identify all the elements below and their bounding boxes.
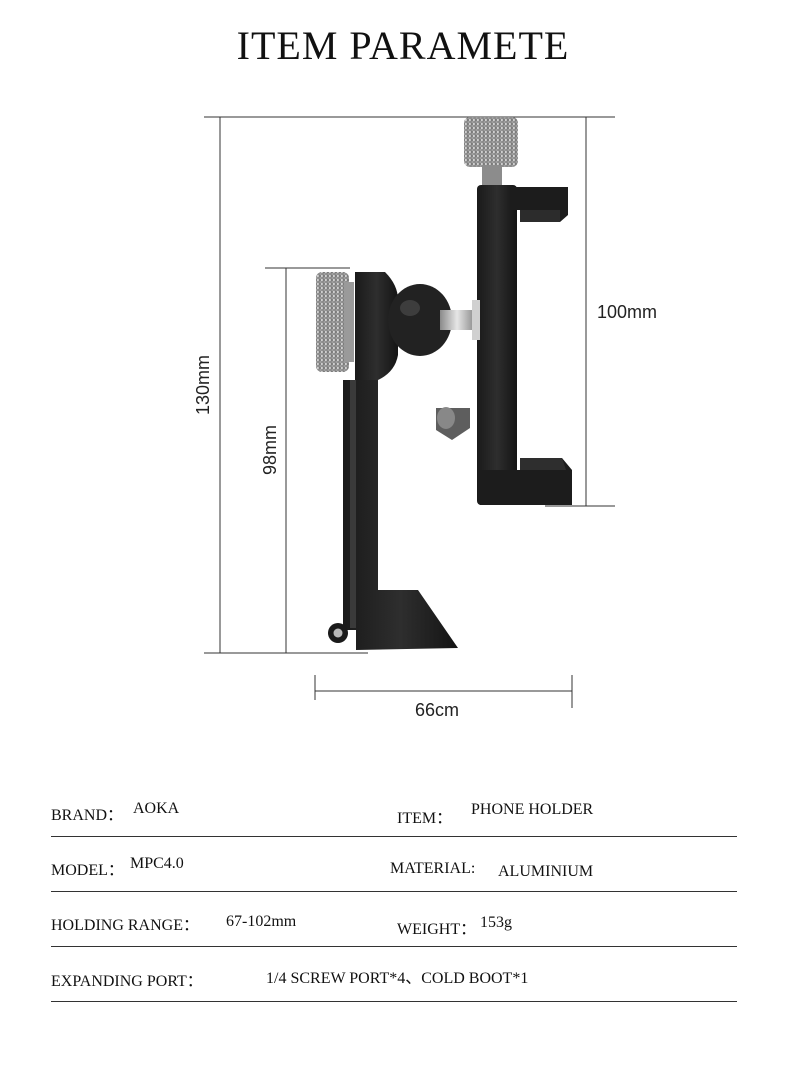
expanding-port-label: EXPANDING PORT：: [51, 973, 203, 990]
material-label: MATERIAL:: [390, 860, 476, 877]
model-value: MPC4.0: [130, 855, 184, 872]
weight-value: 153g: [480, 914, 512, 931]
expanding-port-value: 1/4 SCREW PORT*4、COLD BOOT*1: [266, 970, 529, 987]
overall-height-label: 130mm: [193, 355, 213, 415]
spec-row-holding-weight: HOLDING RANGE： 67-102mm WEIGHT： 153g: [51, 891, 737, 947]
stand-height-label: 98mm: [260, 425, 280, 475]
width-label: 66cm: [415, 700, 459, 720]
holding-range-label: HOLDING RANGE：: [51, 917, 199, 934]
weight-label: WEIGHT：: [397, 921, 477, 938]
page-title: ITEM PARAMETE: [236, 23, 570, 68]
clamp-height-label: 100mm: [597, 302, 657, 322]
dimension-lines: [204, 116, 615, 708]
spec-row-model-material: MODEL： MPC4.0 MATERIAL: ALUMINIUM: [51, 836, 737, 892]
spec-row-expanding-port: EXPANDING PORT： 1/4 SCREW PORT*4、COLD BO…: [51, 946, 737, 1002]
item-value: PHONE HOLDER: [471, 801, 594, 818]
brand-value: AOKA: [133, 800, 180, 817]
product-dimension-figure: 130mm 98mm 100mm 66cm: [193, 116, 657, 720]
holding-range-value: 67-102mm: [226, 913, 297, 930]
item-label: ITEM：: [397, 810, 453, 827]
spec-row-brand-item: BRAND： AOKA ITEM： PHONE HOLDER: [51, 781, 737, 837]
brand-label: BRAND：: [51, 807, 124, 824]
phone-holder-image: [316, 117, 572, 650]
model-label: MODEL：: [51, 862, 124, 879]
material-value: ALUMINIUM: [498, 863, 594, 880]
